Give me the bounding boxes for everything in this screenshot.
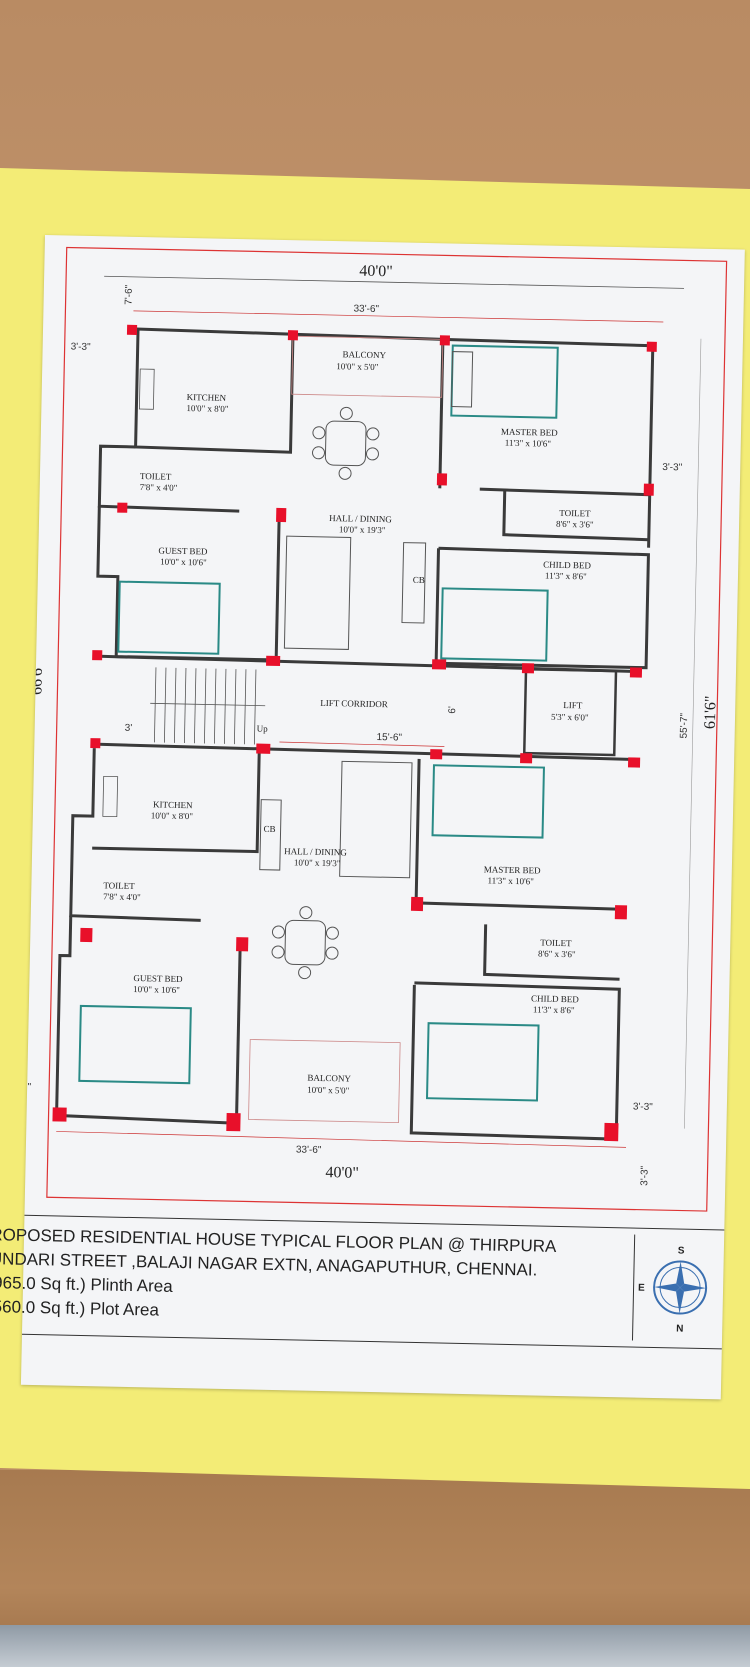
balcony-bottom-name: BALCONY bbox=[307, 1073, 351, 1084]
hall-top-name: HALL / DINING bbox=[329, 513, 392, 524]
master-bottom-bed bbox=[431, 764, 545, 839]
kitchen-bottom-name: KITCHEN bbox=[153, 799, 193, 810]
compass-n: N bbox=[676, 1323, 683, 1334]
toilet-left-top-size: 7'8" x 4'0" bbox=[140, 482, 178, 493]
master-top-name: MASTER BED bbox=[501, 427, 558, 438]
stair-width-dim: 3' bbox=[125, 723, 133, 734]
kitchen-top-size: 10'0" x 8'0" bbox=[186, 403, 229, 414]
master-top-size: 11'3" x 10'6" bbox=[505, 438, 552, 449]
sofa-top bbox=[283, 535, 352, 650]
structural-columns bbox=[52, 324, 657, 1142]
cb-top-label: CB bbox=[413, 575, 425, 585]
child-top-name: CHILD BED bbox=[543, 560, 591, 571]
kitchen-bottom-size: 10'0" x 8'0" bbox=[151, 810, 194, 821]
right-top-setback: 3'-3" bbox=[662, 462, 683, 473]
floor-plan-drawing: 40'0" 33'-6" 7'-6" 3'-3" 3'-3" 66'6" 61'… bbox=[21, 246, 728, 1212]
left-top-setback: 3'-3" bbox=[71, 342, 92, 353]
toilet-right-bottom-size: 8'6" x 3'6" bbox=[538, 948, 576, 959]
staircase bbox=[150, 667, 266, 745]
toilet-left-bottom-size: 7'8" x 4'0" bbox=[103, 891, 141, 902]
left-bottom-setback: 3'-3" bbox=[21, 1081, 32, 1092]
compass-e: E bbox=[638, 1283, 645, 1294]
corridor-dim-line bbox=[279, 741, 445, 747]
balcony-bottom-outline bbox=[248, 1039, 401, 1124]
compass-s: S bbox=[678, 1245, 685, 1256]
balcony-top-size: 10'0" x 5'0" bbox=[336, 361, 379, 372]
master-top-pillows bbox=[450, 351, 474, 408]
dining-table-bottom bbox=[271, 906, 339, 980]
kitchen-top-stove bbox=[138, 368, 155, 410]
right-dim-line bbox=[684, 338, 702, 1129]
child-top-bed bbox=[440, 587, 549, 662]
bottom-inner-dim: 33'-6" bbox=[296, 1144, 322, 1156]
compass-box: S N E bbox=[631, 1234, 722, 1343]
guest-top-size: 10'0" x 10'6" bbox=[160, 556, 207, 567]
guest-bottom-name: GUEST BED bbox=[133, 973, 183, 984]
corridor-length-dim: 15'-6" bbox=[376, 732, 402, 744]
lift-corridor-label: LIFT CORRIDOR bbox=[320, 698, 388, 709]
top-setback-dim: 7'-6" bbox=[124, 284, 135, 305]
hall-bottom-size: 10'0" x 19'3" bbox=[294, 857, 341, 868]
top-dim-line bbox=[104, 275, 685, 289]
child-bottom-bed bbox=[425, 1022, 540, 1102]
toilet-right-bottom-name: TOILET bbox=[540, 938, 572, 949]
balcony-top-name: BALCONY bbox=[342, 349, 386, 360]
floor-strip bbox=[0, 1625, 750, 1667]
compass-icon: S N E bbox=[638, 1245, 708, 1335]
kitchen-bottom-stove bbox=[102, 775, 119, 818]
child-bottom-size: 11'3" x 8'6" bbox=[533, 1004, 575, 1015]
top-overall-dim: 40'0" bbox=[359, 263, 393, 281]
hall-top-size: 10'0" x 19'3" bbox=[339, 524, 386, 535]
top-inner-dim: 33'-6" bbox=[353, 303, 379, 315]
lift-size: 5'3" x 6'0" bbox=[551, 712, 589, 723]
master-bottom-size: 11'3" x 10'6" bbox=[487, 875, 534, 886]
toilet-right-top-name: TOILET bbox=[559, 508, 591, 519]
master-bottom-name: MASTER BED bbox=[484, 864, 541, 875]
lift-shaft bbox=[522, 667, 618, 757]
toilet-left-top-name: TOILET bbox=[140, 471, 172, 482]
child-top-size: 11'3" x 8'6" bbox=[545, 571, 587, 582]
cb-top-box bbox=[401, 542, 427, 624]
corridor-width-dim: 6' bbox=[447, 706, 458, 714]
title-block: PROPOSED RESIDENTIAL HOUSE TYPICAL FLOOR… bbox=[0, 1214, 725, 1350]
cb-bottom-label: CB bbox=[264, 824, 276, 834]
guest-top-name: GUEST BED bbox=[158, 545, 208, 556]
right-inner-height-dim: 55'-7" bbox=[679, 712, 691, 738]
top-inner-dim-line bbox=[133, 310, 664, 323]
hall-bottom-name: HALL / DINING bbox=[284, 846, 347, 857]
guest-bottom-size: 10'0" x 10'6" bbox=[133, 984, 180, 995]
stair-up-label: Up bbox=[257, 724, 269, 734]
toilet-right-top-size: 8'6" x 3'6" bbox=[556, 519, 594, 530]
cb-bottom-box bbox=[259, 799, 282, 871]
toilet-left-bottom-name: TOILET bbox=[103, 880, 135, 891]
kitchen-top-name: KITCHEN bbox=[187, 392, 227, 403]
lift-name: LIFT bbox=[563, 700, 583, 710]
drawing-border bbox=[46, 246, 728, 1212]
balcony-bottom-size: 10'0" x 5'0" bbox=[307, 1085, 350, 1096]
child-bottom-name: CHILD BED bbox=[531, 993, 579, 1004]
dining-table-top bbox=[311, 406, 380, 480]
right-bottom-setback: 3'-3" bbox=[633, 1102, 654, 1113]
bottom-inner-dim-line bbox=[56, 1131, 627, 1148]
top-unit-walls bbox=[96, 327, 655, 670]
floor-plan-sheet: 40'0" 33'-6" 7'-6" 3'-3" 3'-3" 66'6" 61'… bbox=[0, 235, 745, 1400]
bottom-overall-dim: 40'0" bbox=[325, 1164, 359, 1182]
guest-bottom-bed bbox=[78, 1004, 192, 1085]
bottom-setback-dim: 3'-3" bbox=[639, 1165, 650, 1186]
guest-top-bed bbox=[117, 580, 221, 655]
balcony-top-outline bbox=[291, 335, 444, 398]
title-text: PROPOSED RESIDENTIAL HOUSE TYPICAL FLOOR… bbox=[0, 1223, 599, 1332]
right-height-dim: 61'6" bbox=[702, 695, 720, 729]
sofa-bottom bbox=[339, 760, 413, 879]
